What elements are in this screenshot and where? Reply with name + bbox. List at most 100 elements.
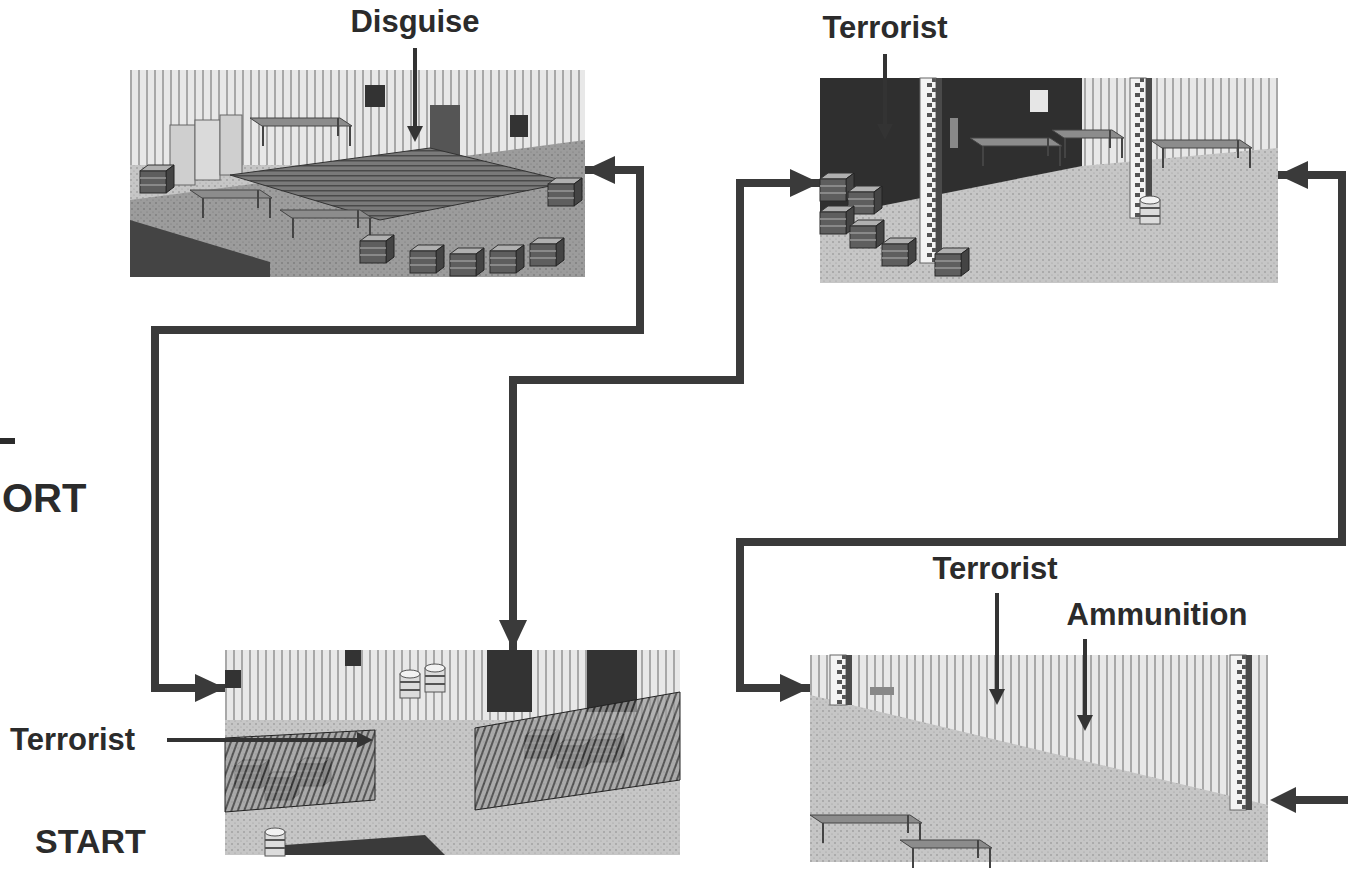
table <box>190 190 272 198</box>
crate <box>848 198 874 200</box>
crate <box>360 241 386 263</box>
table <box>262 126 264 146</box>
table <box>982 146 984 166</box>
cropped-heading: ORT <box>2 476 86 520</box>
barrel <box>425 675 445 677</box>
shelf <box>950 118 958 148</box>
crate <box>850 226 876 248</box>
back-wall <box>820 78 1082 218</box>
window <box>225 670 241 688</box>
table <box>989 848 991 868</box>
leader-head <box>989 689 1005 705</box>
crate <box>476 248 484 276</box>
callout-label: Disguise <box>350 4 479 40</box>
crate <box>360 247 386 249</box>
table <box>1052 130 1124 138</box>
barrel <box>1140 207 1160 209</box>
crate-stack <box>230 148 570 220</box>
table <box>269 198 271 218</box>
leader-group <box>877 54 893 140</box>
crate <box>882 244 908 266</box>
crate <box>410 257 436 259</box>
callout-label: Terrorist <box>822 10 947 46</box>
leader-group <box>167 732 373 748</box>
screen-ground <box>130 70 585 277</box>
table <box>912 848 914 868</box>
barrel <box>1140 215 1160 217</box>
screen-shot: TerroristAmmunition <box>810 655 1268 862</box>
table <box>257 190 259 208</box>
crate <box>530 257 556 259</box>
leader-line <box>413 48 417 126</box>
fence <box>225 730 375 812</box>
window <box>365 85 385 107</box>
scene <box>820 78 1278 283</box>
scene <box>225 650 680 856</box>
crate <box>410 251 436 273</box>
table <box>202 198 204 218</box>
crate <box>935 267 961 269</box>
crate <box>556 238 564 266</box>
barrel <box>265 828 285 836</box>
table <box>357 210 359 228</box>
incoming-arrow <box>1270 787 1348 813</box>
table <box>349 126 351 146</box>
crate <box>935 254 961 276</box>
scene <box>810 655 1268 868</box>
crate <box>140 171 166 193</box>
leader-line <box>883 54 887 124</box>
crate <box>516 245 524 273</box>
window <box>1030 90 1048 112</box>
vehicle <box>285 835 445 855</box>
table <box>822 823 824 843</box>
table <box>1047 138 1049 156</box>
pillar <box>920 78 936 263</box>
crate <box>874 186 882 214</box>
barrel <box>265 839 285 841</box>
crate <box>490 264 516 266</box>
screen-illustration <box>810 655 1268 862</box>
back-wall <box>810 655 1268 805</box>
crate <box>450 267 476 269</box>
crate <box>548 184 574 206</box>
table <box>977 840 979 858</box>
floor <box>130 140 585 277</box>
table <box>1150 140 1252 148</box>
crate <box>820 179 846 201</box>
table <box>810 815 922 823</box>
crate <box>850 232 876 234</box>
table <box>1121 138 1123 158</box>
barrel <box>425 683 445 685</box>
leader-head <box>1077 715 1093 731</box>
pillar <box>936 78 942 263</box>
cropped-rule <box>0 438 15 444</box>
crate <box>410 264 436 266</box>
barrel <box>265 847 285 849</box>
crate <box>820 212 846 234</box>
crate <box>140 177 166 179</box>
table <box>1064 138 1066 158</box>
barrel <box>1140 196 1160 204</box>
crate <box>882 250 908 252</box>
screen-illustration <box>820 78 1278 283</box>
screen-illustration <box>225 650 680 855</box>
table <box>907 815 909 833</box>
screen-ground <box>225 650 680 855</box>
crate <box>548 190 574 192</box>
callout-label: Ammunition <box>1067 597 1248 633</box>
screen-illustration <box>130 70 585 277</box>
leader-line <box>167 738 357 742</box>
crate <box>961 248 969 276</box>
crate <box>450 254 476 276</box>
pillar <box>1230 655 1246 810</box>
window <box>510 115 528 137</box>
crate <box>820 192 846 194</box>
screen-shot: TerroristSTART <box>225 650 680 855</box>
crate <box>574 178 582 206</box>
leader-head <box>357 732 373 748</box>
crate <box>850 239 876 241</box>
crate <box>530 244 556 266</box>
crate <box>820 185 846 187</box>
crate <box>820 225 846 227</box>
